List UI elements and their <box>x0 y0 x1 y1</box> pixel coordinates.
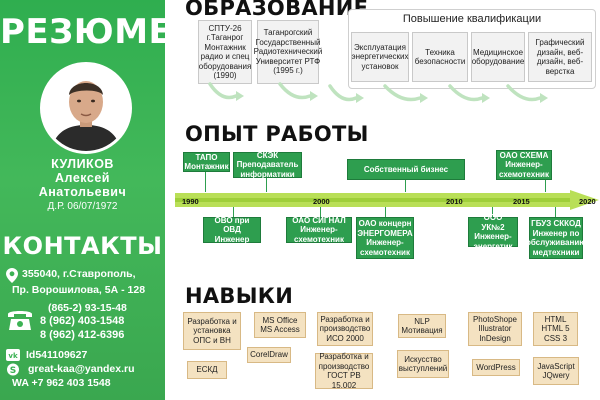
skype-icon: S <box>7 363 19 376</box>
connector <box>266 178 267 192</box>
skills-title: НАВЫКИ <box>185 284 294 308</box>
job-energomera: ОАО концерн ЭНЕРГОМЕРА Инженер-схемотехн… <box>356 217 414 259</box>
job-oao-schema: ОАО СХЕМА Инженер-схемотехник <box>496 150 552 180</box>
phone-3[interactable]: 8 (962) 412-6396 <box>40 329 125 341</box>
connector <box>205 172 206 192</box>
connector <box>545 180 546 192</box>
education-title: ОБРАЗОВАНИЕ <box>185 0 369 20</box>
vk-icon: vk <box>6 349 20 361</box>
svg-text:S: S <box>10 366 16 376</box>
contacts-title: КОНТАКТЫ <box>2 232 163 260</box>
skill-ms-office: MS Office MS Access <box>254 312 306 338</box>
location-pin-icon <box>6 268 18 283</box>
year-1990: 1990 <box>182 197 199 206</box>
skill-nlp: NLP Мотивация <box>398 314 446 338</box>
skill-coreldraw: CorelDraw <box>247 347 291 363</box>
skill-wordpress: WordPress <box>472 359 520 376</box>
year-2010: 2010 <box>446 197 463 206</box>
job-oao-signal: ОАО СИГНАЛ Инженер-схемотехник <box>286 216 352 244</box>
last-name: КУЛИКОВ <box>51 157 114 171</box>
middle-name: Анатольевич <box>38 185 127 199</box>
connector <box>555 207 556 217</box>
address-line-1: 355040, г.Ставрополь, <box>22 268 136 280</box>
job-uk2: ООО УК№2 Инженер-энергетик <box>468 213 518 251</box>
birth-date: Д.Р. 06/07/1972 <box>47 201 118 212</box>
education-flow-arrows <box>208 82 548 103</box>
portrait-icon <box>43 65 129 151</box>
whatsapp-number[interactable]: WA +7 962 403 1548 <box>12 377 111 389</box>
connector <box>320 207 321 217</box>
skill-eskd: ЕСКД <box>187 361 227 379</box>
avatar <box>40 62 132 154</box>
job-tapo: ТАПО Монтажник <box>183 152 230 172</box>
vk-id[interactable]: Id541109627 <box>26 349 88 361</box>
qualification-item-2: Техника безопасности <box>412 32 468 82</box>
timeline-arrow <box>175 190 599 210</box>
qualification-item-1: Эксплуатация энергетических установок <box>351 32 409 82</box>
job-own-business: Собственный бизнес <box>347 159 465 180</box>
qualification-title: Повышение квалификации <box>402 13 542 25</box>
skill-html: HTML HTML 5 CSS 3 <box>533 312 578 346</box>
first-name: Алексей <box>55 171 110 185</box>
skill-gost: Разработка и производство ГОСТ РВ 15.002 <box>315 352 373 390</box>
skill-javascript: JavaScript JQwery <box>533 357 579 385</box>
connector <box>385 207 386 217</box>
resume-title: РЕЗЮМЕ <box>0 12 173 52</box>
experience-title: ОПЫТ РАБОТЫ <box>185 122 369 146</box>
year-2000: 2000 <box>313 197 330 206</box>
year-2015: 2015 <box>513 197 530 206</box>
skill-photoshop: PhotoShope Illustrator InDesign <box>468 312 522 346</box>
education-item-2: Таганрогский Государственный Радиотехнич… <box>254 20 322 84</box>
sidebar-panel: РЕЗЮМЕ КУЛИКОВ Алексей Анатольевич Д.Р. … <box>0 0 173 400</box>
qualification-item-4: Графический дизайн, веб-дизайн, веб-верс… <box>528 32 592 82</box>
skill-iso: Разработка и производство ИСО 2000 <box>317 312 373 346</box>
job-gbuz-skkod: ГБУЗ СККОД Инженер по обслуживанию медте… <box>526 217 586 259</box>
connector <box>405 180 406 192</box>
skill-public-speaking: Искусство выступлений <box>397 350 449 378</box>
job-ovo: ОВО при ОВД Инженер <box>203 216 261 244</box>
connector <box>233 207 234 217</box>
email[interactable]: great-kaa@yandex.ru <box>28 363 135 375</box>
phone-1[interactable]: (865-2) 93-15-48 <box>48 302 127 314</box>
qualification-item-3: Медицинское оборудование <box>471 32 525 82</box>
svg-text:vk: vk <box>8 352 18 360</box>
connector <box>492 207 493 217</box>
skill-ops: Разработка и установка ОПС и ВН <box>183 312 241 350</box>
address-line-2: Пр. Ворошилова, 5А - 128 <box>12 284 146 296</box>
phone-icon <box>8 311 32 330</box>
year-2020: 2020 <box>579 197 596 206</box>
phone-2[interactable]: 8 (962) 403-1548 <box>40 315 125 327</box>
job-skek: СКЭК Преподаватель информатики <box>233 151 302 179</box>
education-item-1: СПТУ-26 г.Таганрог Монтажник радио и спе… <box>198 20 252 84</box>
name-block: КУЛИКОВ Алексей Анатольевич Д.Р. 06/07/1… <box>0 157 165 214</box>
